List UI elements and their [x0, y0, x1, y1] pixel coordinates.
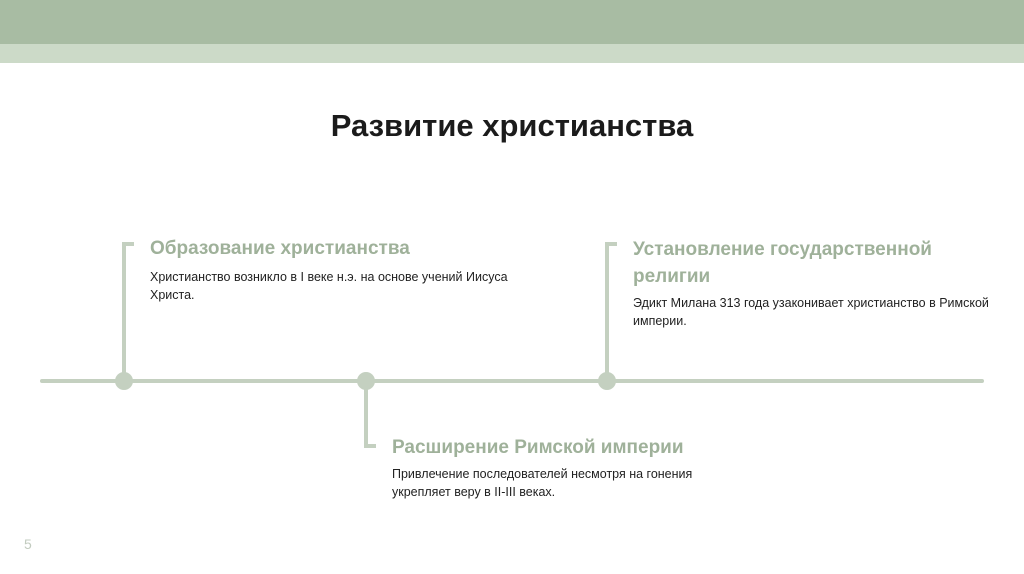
event-1-text: Христианство возникло в I веке н.э. на о… — [150, 270, 508, 302]
event-2-connector — [364, 381, 368, 448]
event-1-heading: Образование христианства — [150, 238, 410, 259]
slide-title: Развитие христианства — [330, 108, 694, 143]
header-subband — [0, 44, 1024, 63]
event-3-text: Эдикт Милана 313 года узаконивает христи… — [633, 296, 989, 328]
timeline-axis — [40, 379, 984, 383]
event-3-heading: Установление государственной религии — [633, 239, 932, 287]
event-1-connector — [122, 242, 126, 382]
event-3-connector-tick — [605, 242, 617, 246]
event-1-connector-tick — [122, 242, 134, 246]
event-2-heading: Расширение Римской империи — [392, 437, 684, 458]
slide-number: 5 — [24, 536, 32, 552]
timeline-node-3 — [598, 372, 616, 390]
event-2-text: Привлечение последователей несмотря на г… — [392, 467, 693, 499]
header-band — [0, 0, 1024, 44]
event-2-connector-tick — [364, 444, 376, 448]
timeline-node-1 — [115, 372, 133, 390]
event-3-connector — [605, 242, 609, 382]
